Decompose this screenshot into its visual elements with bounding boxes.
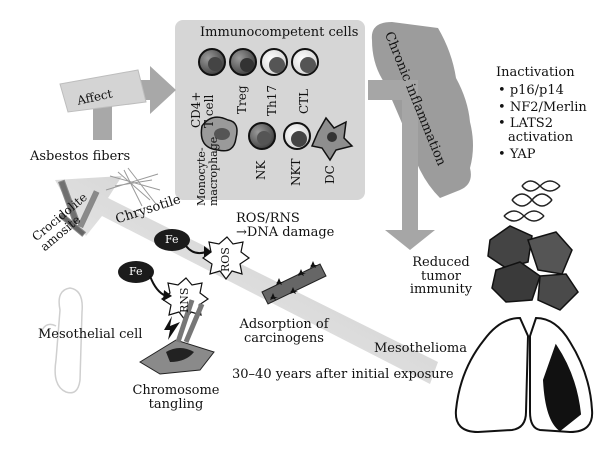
cell-label-cd4: CD4+ T cell <box>189 91 216 129</box>
asbestos-fibers-label: Asbestos fibers <box>30 149 131 164</box>
cell-label-nkt: NKT <box>289 158 303 186</box>
tumor-cluster <box>487 225 579 311</box>
ros-badge <box>201 236 251 280</box>
cell-label-treg: Treg <box>235 85 249 114</box>
mesothelial-cell-label: Mesothelial cell <box>38 327 143 342</box>
cell-dc <box>310 116 354 162</box>
inactivation-item: LATS2 <box>509 116 553 132</box>
carcinogen-fiber <box>261 261 327 305</box>
affect-arrow <box>59 66 176 140</box>
dna-icon <box>503 180 561 222</box>
chromosome-icon <box>139 299 215 375</box>
asbestos-fibers-icon <box>58 167 161 237</box>
immune-title: Immunocompetent cells <box>200 25 359 40</box>
cell-nk <box>248 122 276 150</box>
ros-badge-label: ROS <box>219 247 232 272</box>
cell-cd4 <box>198 48 226 76</box>
fe-label-1: Fe <box>165 233 179 246</box>
inactivation-title: Inactivation <box>496 65 575 80</box>
rns-badge-label: RNS <box>178 287 191 313</box>
down-arrow <box>368 80 435 250</box>
cell-treg <box>229 48 257 76</box>
cell-label-macrophage: Monocyte- macrophage <box>195 136 220 206</box>
fe-bubble-2 <box>118 261 154 283</box>
cell-macrophage <box>200 116 238 152</box>
chromosome-label: Chromosome tangling <box>132 383 220 412</box>
timeline-label: 30–40 years after initial exposure <box>232 367 454 382</box>
inactivation-item: p16/p14 <box>509 83 564 98</box>
adsorption-label: Adsorption of carcinogens <box>239 317 329 346</box>
cell-label-ctl: CTL <box>297 88 311 114</box>
mesothelial-cell-icon <box>39 287 83 394</box>
cell-label-dc: DC <box>323 165 337 184</box>
chronic-inflammation-blob <box>371 22 473 198</box>
inactivation-item: activation <box>508 129 574 145</box>
reduced-immunity-label: Reduced tumor immunity <box>409 255 473 298</box>
cell-ctl <box>291 48 319 76</box>
fe-bubble-1 <box>154 229 190 251</box>
mesothelioma-label: Mesothelioma <box>374 341 468 356</box>
inactivation-item: YAP <box>509 146 536 162</box>
time-arrow <box>55 176 438 384</box>
curved-arrow-2 <box>149 275 167 297</box>
cell-label-nk: NK <box>254 160 268 180</box>
ros-rns-label: ROS/RNS →DNA damage <box>236 211 335 240</box>
fe-label-2: Fe <box>129 265 143 278</box>
cell-label-th17: Th17 <box>265 84 279 116</box>
cell-th17 <box>260 48 288 76</box>
lungs-icon <box>454 316 594 434</box>
cell-nkt <box>283 122 311 150</box>
inactivation-item: NF2/Merlin <box>509 99 587 115</box>
inactivation-list: • p16/p14 • NF2/Merlin • LATS2 activatio… <box>498 83 587 162</box>
